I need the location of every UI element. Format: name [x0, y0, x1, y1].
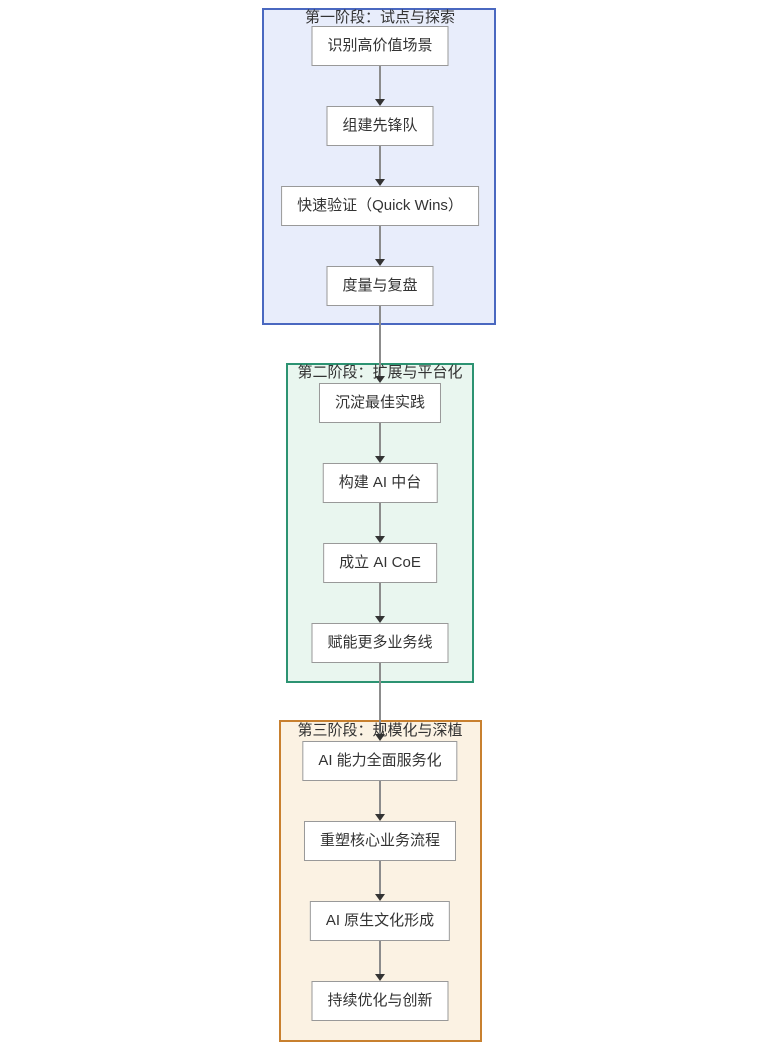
- arrowhead-down-icon: [375, 259, 385, 266]
- edge-line: [379, 503, 381, 536]
- arrowhead-down-icon: [375, 99, 385, 106]
- node-reshape-core-processes: 重塑核心业务流程: [303, 821, 457, 861]
- node-ai-capability-as-service: AI 能力全面服务化: [302, 741, 458, 781]
- node-quick-wins-validation: 快速验证（Quick Wins）: [281, 186, 479, 226]
- node-build-ai-platform: 构建 AI 中台: [322, 463, 438, 503]
- arrowhead-down-icon: [375, 536, 385, 543]
- phase-2-title: 第二阶段：扩展与平台化: [297, 364, 463, 381]
- arrowhead-down-icon: [375, 179, 385, 186]
- node-build-pioneer-team: 组建先锋队: [326, 106, 434, 146]
- edge-line: [379, 583, 381, 616]
- edge-line: [379, 663, 381, 734]
- arrowhead-down-icon: [375, 616, 385, 623]
- arrowhead-down-icon: [375, 814, 385, 821]
- node-identify-high-value-scenarios: 识别高价值场景: [311, 26, 449, 66]
- phase-1-title: 第一阶段：试点与探索: [304, 9, 456, 26]
- edge-line: [379, 146, 381, 179]
- edge-line: [379, 861, 381, 894]
- phase-3-title: 第三阶段：规模化与深植: [297, 722, 463, 739]
- node-ai-native-culture: AI 原生文化形成: [309, 901, 451, 941]
- arrowhead-down-icon: [375, 894, 385, 901]
- edge-line: [379, 306, 381, 376]
- arrowhead-down-icon: [375, 456, 385, 463]
- edge-line: [379, 66, 381, 99]
- node-enable-more-business-lines: 赋能更多业务线: [311, 623, 449, 663]
- node-measure-and-review: 度量与复盘: [326, 266, 434, 306]
- arrowhead-down-icon: [375, 376, 385, 383]
- edge-line: [379, 941, 381, 974]
- edge-line: [379, 781, 381, 814]
- node-consolidate-best-practices: 沉淀最佳实践: [318, 383, 442, 423]
- arrowhead-down-icon: [375, 974, 385, 981]
- arrowhead-down-icon: [375, 734, 385, 741]
- node-continuous-optimization: 持续优化与创新: [311, 981, 449, 1021]
- node-establish-ai-coe: 成立 AI CoE: [323, 543, 437, 583]
- edge-line: [379, 226, 381, 259]
- edge-line: [379, 423, 381, 456]
